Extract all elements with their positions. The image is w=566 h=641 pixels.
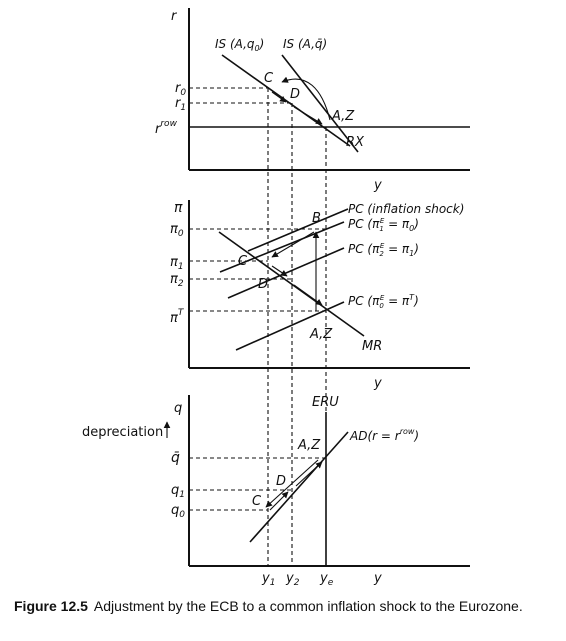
y-axis-label-panel3: y	[373, 571, 382, 586]
arrow-d-to-az-panel3	[295, 461, 323, 487]
point-az-panel3: A,Z	[297, 438, 321, 453]
point-az-panel1: A,Z	[331, 109, 355, 124]
vertical-guides	[267, 88, 327, 566]
ad-curve	[249, 431, 349, 543]
tick-pi1: π1	[170, 255, 184, 272]
tick-r0: r0	[175, 81, 186, 98]
xtick-ye: ye	[319, 571, 334, 588]
xtick-y2: y2	[285, 571, 300, 588]
ad-label: AD(r = rrow)	[349, 427, 419, 443]
point-d-panel1: D	[290, 87, 300, 102]
pc-inflation-shock	[247, 208, 349, 252]
figure-number: Figure 12.5	[14, 598, 88, 614]
arrow-d-to-az-panel2	[293, 284, 323, 306]
pc2-label: PC (π2E = π1)	[348, 242, 419, 258]
y-axis-label-panel1: y	[373, 178, 382, 193]
tick-r-row: rrow	[155, 119, 178, 137]
point-b-panel2: B	[312, 211, 321, 226]
tick-pi2: π2	[170, 272, 184, 289]
q-axis-label: q	[174, 401, 182, 416]
point-c-panel2: C	[238, 254, 248, 269]
is-curve-qbar	[281, 54, 359, 153]
arrow-b-to-c-panel2	[271, 231, 315, 258]
is-q0-label: IS (A,q0)	[215, 37, 264, 53]
mr-label: MR	[362, 339, 382, 354]
tick-qbar: q̄	[171, 450, 180, 466]
figure-caption-text: Adjustment by the ECB to a common inflat…	[93, 598, 523, 614]
is-qbar-label: IS (A,q̄)	[283, 37, 327, 51]
tick-q1: q1	[171, 483, 185, 500]
pc-pi1e-pi0	[219, 221, 345, 273]
panel-pc-mr: π y π0 π1 π2 πT MR PC (inflation shock) …	[170, 200, 470, 391]
tick-pi0: π0	[170, 222, 184, 239]
pc0-label: PC (π0E = πT)	[348, 293, 419, 310]
tick-q0: q0	[171, 503, 185, 520]
pc-shock-label: PC (inflation shock)	[348, 202, 464, 216]
point-c-panel3: C	[252, 494, 262, 509]
pc-pi0e-pit	[235, 301, 345, 351]
depreciation-label: depreciation	[82, 425, 163, 440]
figure-caption: Figure 12.5 Adjustment by the ECB to a co…	[14, 598, 554, 614]
mr-curve	[218, 231, 365, 337]
tick-r1: r1	[175, 96, 186, 113]
arrow-az-to-c-panel1	[281, 76, 331, 121]
arrow-c-to-d-panel1	[271, 91, 287, 103]
point-d-panel3: D	[276, 474, 286, 489]
pc1-label: PC (π1E = π0)	[348, 217, 419, 233]
panel-is-rx: r y r0 r1 rrow RX IS (A,q0) IS (A,q̄) C …	[155, 8, 470, 193]
rx-label: RX	[346, 135, 365, 150]
point-az-panel2: A,Z	[309, 327, 333, 342]
xtick-y1: y1	[261, 571, 275, 588]
r-axis-label: r	[171, 9, 178, 24]
point-d-panel2: D	[258, 277, 268, 292]
is-curve-q0	[221, 54, 351, 147]
panel-ad-eru: q y depreciation q̄ q1 q0 ERU AD(r = rro…	[82, 395, 470, 588]
tick-pi-target: πT	[170, 308, 185, 326]
arrow-d-to-az-panel1	[293, 106, 323, 125]
arrow-c-to-d-panel2	[271, 265, 288, 277]
point-c-panel1: C	[264, 71, 274, 86]
arrow-c-to-d-panel3	[269, 491, 289, 511]
y-axis-label-panel2: y	[373, 376, 382, 391]
pi-axis-label: π	[174, 200, 183, 216]
